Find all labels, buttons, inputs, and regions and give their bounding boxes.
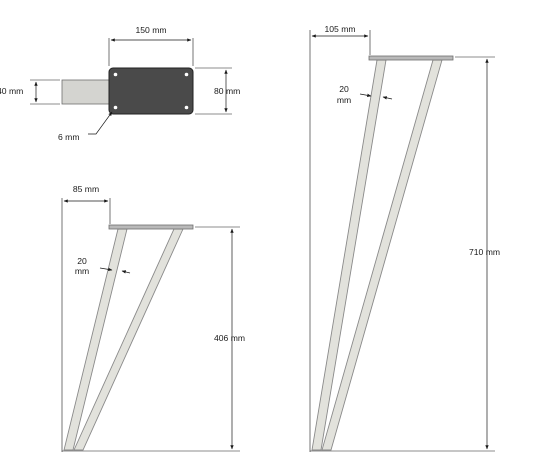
small-leg-top-plate [108, 224, 194, 230]
dim-line-tall-rod [359, 93, 372, 97]
tall-leg-top-plate [368, 55, 454, 61]
dim-label-small-rod-unit: mm [75, 266, 89, 276]
mounting-plate [108, 67, 194, 115]
small-leg-view: 85 mm 20 mm 406 mm [61, 184, 245, 452]
dim-label-plate-height: 80 mm [214, 86, 240, 96]
bracket-stub [61, 79, 111, 105]
dim-label-tall-rod-unit: mm [337, 95, 351, 105]
dim-label-small-height: 406 mm [214, 333, 245, 343]
plate-hole-bottom-left [113, 105, 118, 110]
plate-view: 150 mm 80 mm 40 mm 6 mm [0, 25, 240, 142]
small-leg-rod-back [73, 228, 184, 451]
dim-label-small-rod-value: 20 [77, 256, 87, 266]
tall-leg-rod-back [321, 59, 443, 451]
dim-label-small-offset: 85 mm [73, 184, 99, 194]
plate-hole-top-left [113, 72, 118, 77]
plate-hole-top-right [184, 72, 189, 77]
plate-hole-bottom-right [184, 105, 189, 110]
dim-label-hole: 6 mm [58, 132, 79, 142]
dim-line-small-rod [99, 267, 113, 272]
dim-label-tall-rod-value: 20 [339, 84, 349, 94]
dim-label-plate-width: 150 mm [135, 25, 166, 35]
tall-leg-view: 105 mm 20 mm 710 mm [309, 24, 500, 452]
tall-leg-rod-front [311, 59, 387, 451]
dim-label-tall-height: 710 mm [469, 247, 500, 257]
dim-label-stub-height: 40 mm [0, 86, 23, 96]
leader-hole [88, 111, 113, 135]
dim-label-tall-offset: 105 mm [324, 24, 355, 34]
